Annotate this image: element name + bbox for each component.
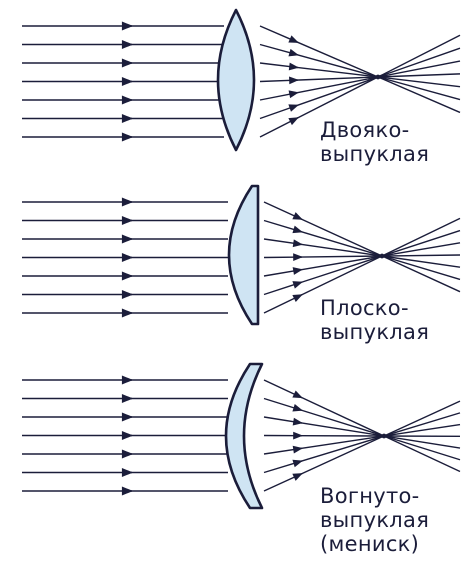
refracted-ray-meniscus — [263, 416, 303, 426]
refracted-ray-biconvex — [259, 25, 299, 44]
panel-biconvex — [22, 8, 461, 152]
lens-biconvex — [216, 8, 256, 152]
refracted-ray-planoconvex — [263, 294, 303, 314]
refracted-ray-meniscus — [263, 397, 303, 412]
refracted-ray-meniscus — [263, 459, 303, 474]
focal-point-biconvex — [375, 74, 381, 80]
refracted-ray-planoconvex — [263, 201, 303, 221]
caption-planoconvex-line-2: выпуклая — [320, 320, 430, 344]
refracted-ray-planoconvex — [263, 267, 303, 277]
caption-meniscus-line-1: Вогнуто- — [320, 484, 420, 508]
caption-biconvex: Двояко- выпуклая — [320, 118, 429, 166]
refracted-ray-planoconvex — [263, 238, 303, 248]
focal-point-meniscus — [381, 433, 387, 439]
caption-biconvex-line-1: Двояко- — [320, 118, 410, 142]
panel-meniscus — [22, 362, 461, 510]
refracted-ray-biconvex — [259, 117, 299, 138]
refracted-ray-biconvex — [259, 90, 299, 101]
caption-meniscus: Вогнуто- выпуклая (мениск) — [320, 484, 429, 556]
panel-planoconvex — [22, 184, 461, 326]
caption-biconvex-line-2: выпуклая — [320, 142, 430, 166]
lens-planoconvex — [227, 184, 260, 326]
lens-meniscus — [224, 362, 264, 510]
refracted-ray-meniscus — [263, 472, 303, 492]
caption-planoconvex: Плоско- выпуклая — [320, 296, 429, 344]
refracted-ray-biconvex — [259, 104, 299, 120]
refracted-ray-meniscus — [299, 400, 461, 476]
caption-meniscus-line-3: (мениск) — [320, 532, 420, 556]
refracted-ray-biconvex — [259, 76, 299, 85]
refracted-ray-biconvex — [259, 43, 299, 57]
refracted-ray-meniscus — [263, 379, 303, 399]
refracted-ray-planoconvex — [263, 219, 303, 234]
caption-meniscus-line-2: выпуклая — [320, 508, 430, 532]
caption-planoconvex-line-1: Плоско- — [320, 296, 409, 320]
focal-point-planoconvex — [379, 253, 385, 259]
refracted-ray-biconvex — [259, 62, 299, 71]
refracted-ray-meniscus — [263, 445, 303, 455]
refracted-ray-planoconvex — [263, 281, 303, 296]
